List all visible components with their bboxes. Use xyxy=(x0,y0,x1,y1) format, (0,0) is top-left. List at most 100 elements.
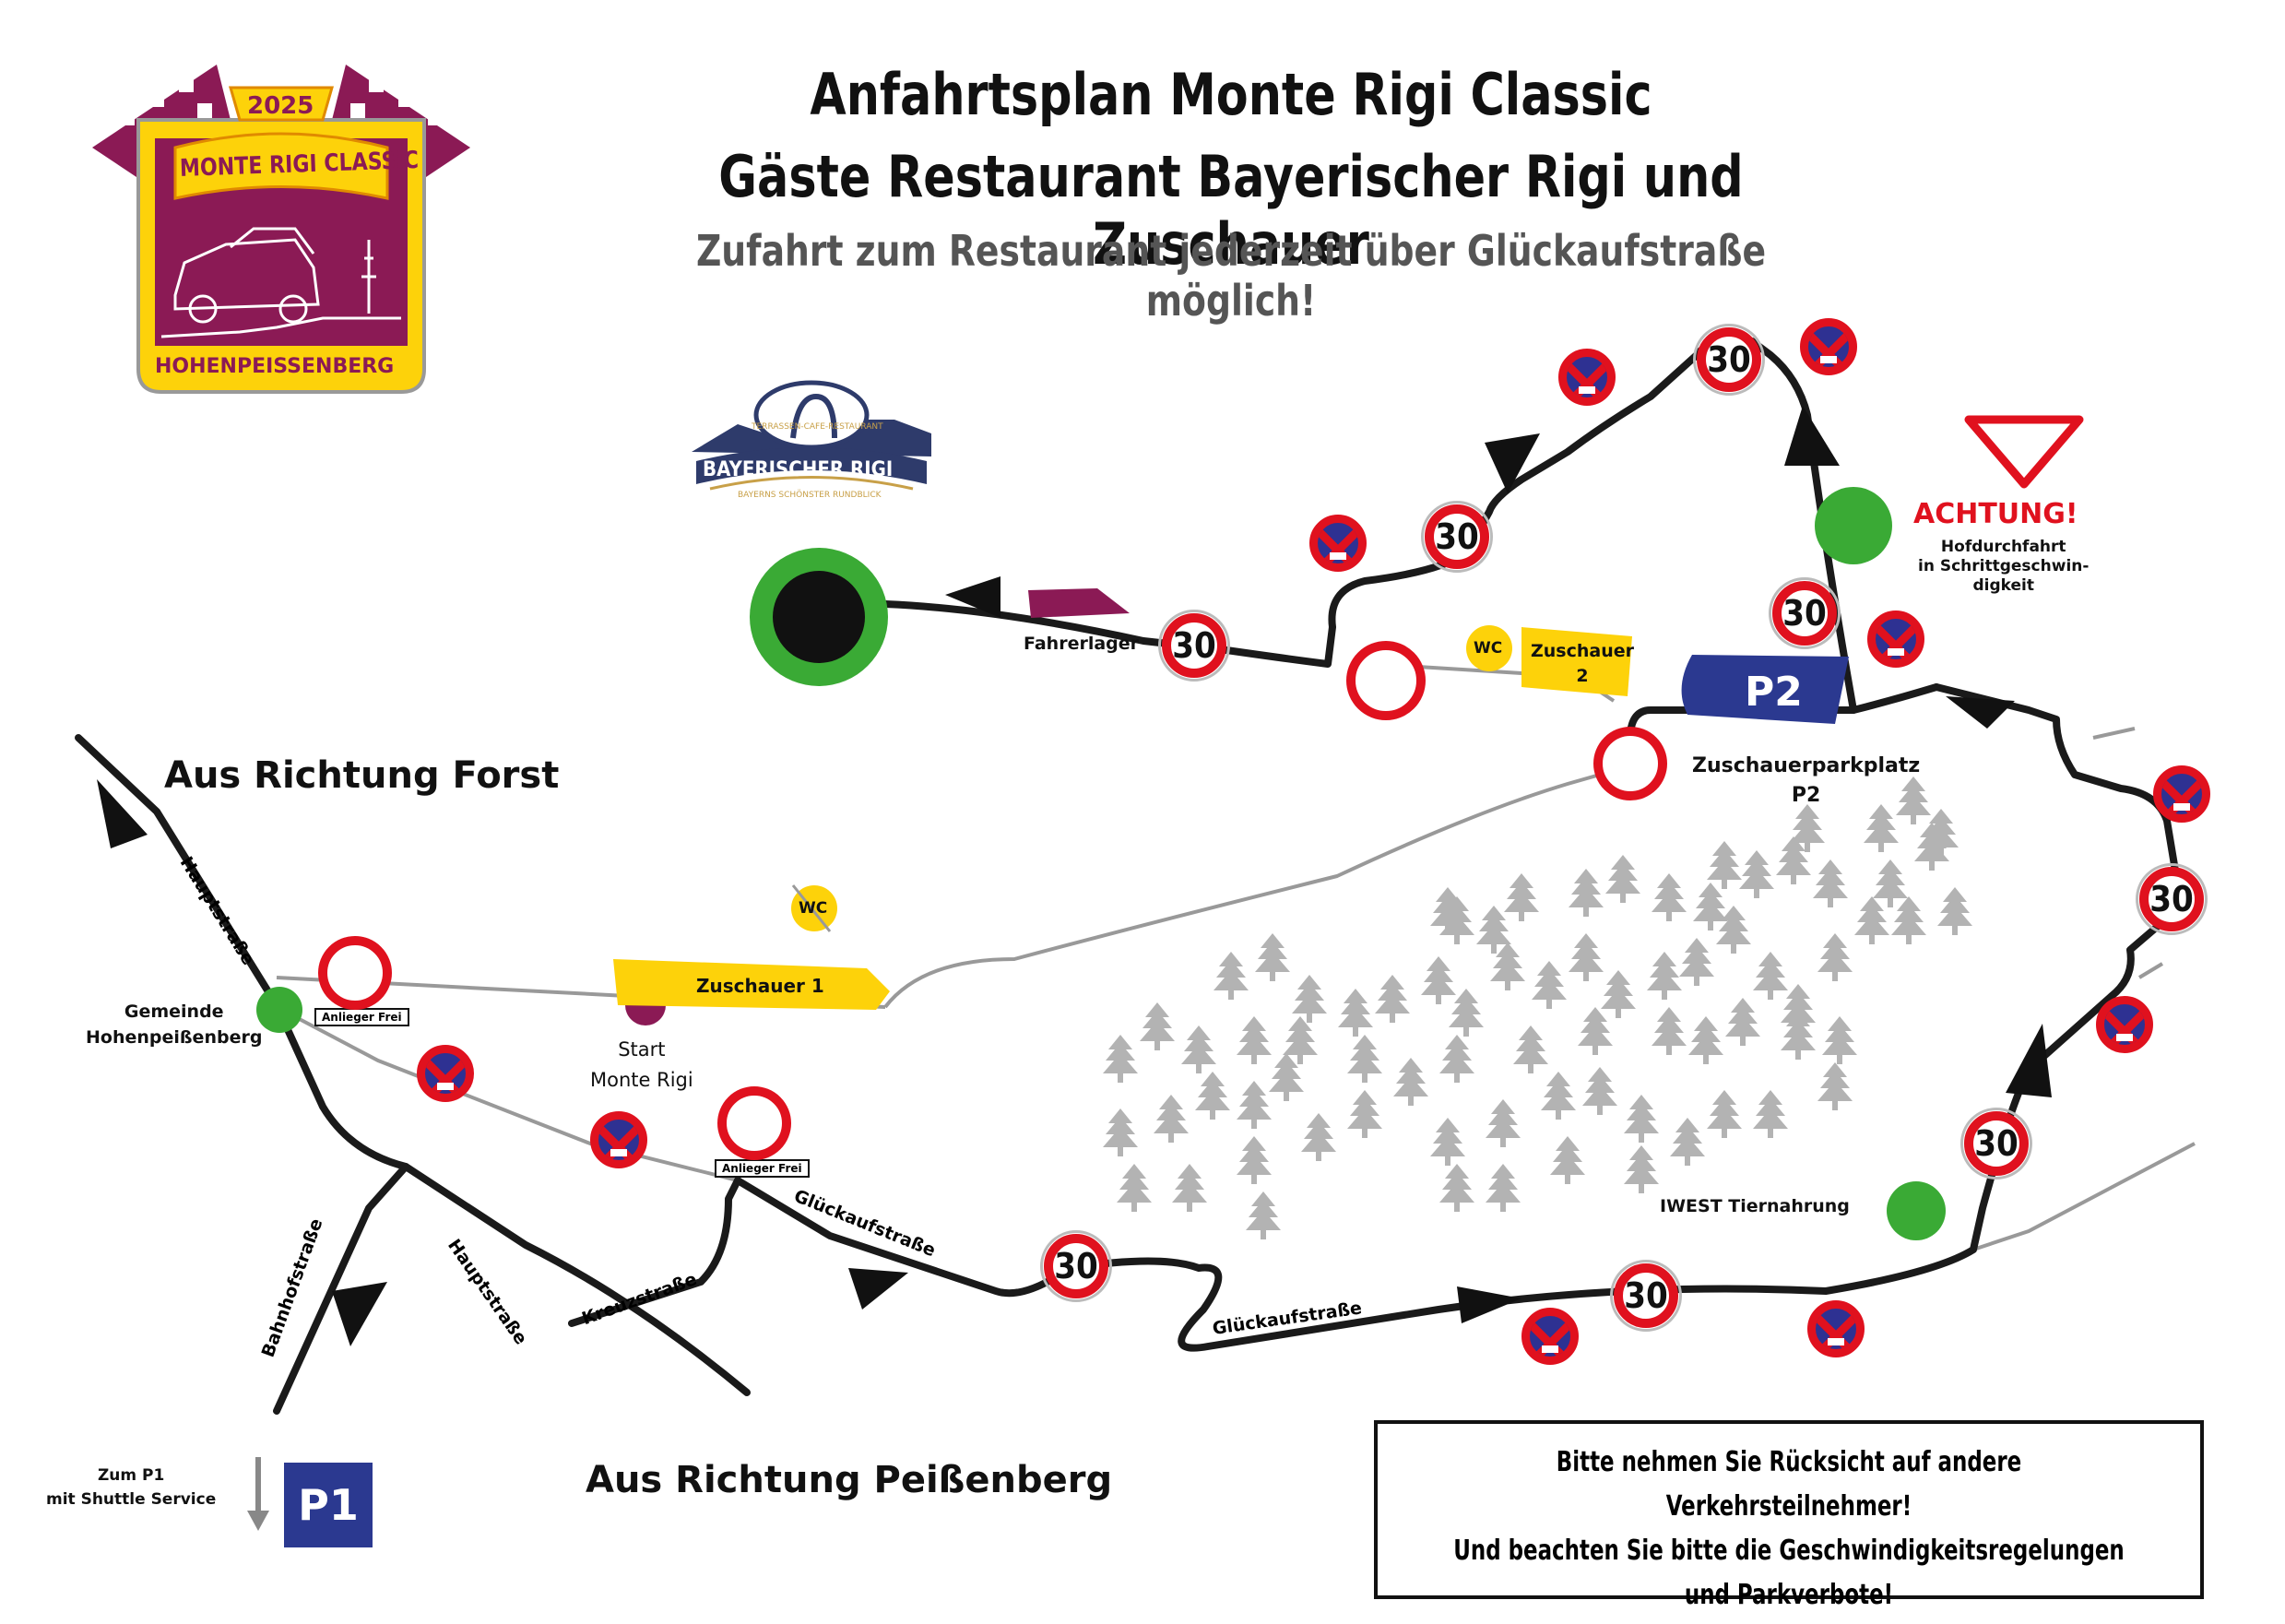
tree-icon xyxy=(1195,1072,1230,1120)
tree-icon xyxy=(1707,841,1742,889)
no-parking-sign xyxy=(1807,1300,1865,1357)
tree-icon xyxy=(1237,1016,1272,1064)
label-wc-2: WC xyxy=(1474,639,1503,658)
no-parking-sign xyxy=(417,1045,474,1102)
tree-icon xyxy=(1375,975,1410,1023)
tree-icon xyxy=(1393,1058,1428,1106)
green-dot-iwest xyxy=(1887,1181,1946,1240)
tree-icon xyxy=(1246,1191,1281,1239)
tree-icon xyxy=(1647,952,1682,1000)
arrow-glueckauf-2 xyxy=(1457,1286,1521,1323)
speed-limit-sign: 30 xyxy=(1693,324,1765,396)
tree-icon xyxy=(1688,1016,1723,1064)
tree-icon xyxy=(1753,952,1788,1000)
notice-line-3: und Parkverbote! xyxy=(1684,1579,1894,1611)
tree-icon xyxy=(1550,1136,1585,1184)
tree-icon xyxy=(1449,989,1484,1037)
title-line-3: Zufahrt zum Restaurant jederzeit über Gl… xyxy=(695,226,1767,326)
tree-icon xyxy=(1430,887,1465,935)
arrow-left xyxy=(945,576,1000,618)
tree-icon xyxy=(1172,1164,1207,1212)
tree-icon xyxy=(1486,1099,1521,1147)
no-entry-sign-3 xyxy=(1346,641,1426,720)
tree-icon xyxy=(1854,896,1889,944)
label-zuschauer-2: Zuschauer 2 xyxy=(1531,641,1635,686)
tree-icon xyxy=(1739,850,1774,898)
arrow-down-left xyxy=(1485,433,1540,493)
tree-icon xyxy=(1181,1025,1216,1073)
tree-icon xyxy=(1103,1108,1138,1156)
tree-icon xyxy=(1725,998,1760,1046)
no-entry-sign-4 xyxy=(1593,727,1667,800)
anlieger-frei-sign-1: Anlieger Frei xyxy=(314,1008,409,1026)
arrow-top-right xyxy=(1946,696,2015,729)
speed-limit-sign: 30 xyxy=(1960,1108,2032,1179)
label-achtung-sub: Hofdurchfahrt in Schrittgeschwin- digkei… xyxy=(1918,538,2090,595)
arrow-forst xyxy=(97,779,148,848)
wc-dot-2 xyxy=(1466,625,1512,671)
no-entry-sign-1 xyxy=(318,936,392,1010)
tree-icon xyxy=(1707,1090,1742,1138)
restaurant-tagline: BAYERNS SCHÖNSTER RUNDBLICK xyxy=(738,491,882,500)
speed-limit-sign: 30 xyxy=(1769,577,1841,649)
tree-icon xyxy=(1504,873,1539,921)
tree-icon xyxy=(1924,809,1959,857)
tree-icon xyxy=(1269,1053,1304,1101)
tree-icon xyxy=(1214,952,1249,1000)
roundabout xyxy=(750,548,888,686)
tree-icon xyxy=(1873,859,1908,907)
tree-icon xyxy=(1490,942,1525,990)
label-wc-1: WC xyxy=(799,899,828,918)
no-parking-sign xyxy=(2096,996,2153,1053)
speed-limit-sign: 30 xyxy=(1040,1230,1112,1302)
restaurant-name: BAYERISCHER RIGI xyxy=(703,458,894,481)
tree-icon xyxy=(1781,1012,1816,1060)
label-zum-p1: Zum P1 mit Shuttle Service xyxy=(46,1466,217,1509)
label-start: Start Monte Rigi xyxy=(590,1038,693,1091)
tree-icon xyxy=(1283,1016,1318,1064)
tree-icon xyxy=(1347,1090,1382,1138)
p1-arrow xyxy=(247,1457,269,1531)
tree-icon xyxy=(1476,906,1511,954)
tree-icon xyxy=(1864,804,1899,852)
notice-line-1: Bitte nehmen Sie Rücksicht auf andere Ve… xyxy=(1556,1446,2022,1523)
speed-limit-sign: 30 xyxy=(2136,863,2208,935)
p2-area xyxy=(1681,655,1849,724)
direction-arrows xyxy=(97,406,2052,1346)
tree-icon xyxy=(1817,1062,1853,1110)
no-parking-sign xyxy=(1521,1308,1579,1365)
label-aus-richtung-forst: Aus Richtung Forst xyxy=(164,754,560,797)
no-entry-sign-2 xyxy=(717,1086,791,1160)
tree-icon xyxy=(1776,836,1811,884)
green-dot-gemeinde xyxy=(256,987,302,1033)
tree-icon xyxy=(1605,855,1640,903)
speed-limit-sign: 30 xyxy=(1610,1260,1682,1332)
tree-icon xyxy=(1439,1164,1474,1212)
arrow-ramp xyxy=(2006,1024,2052,1097)
label-gemeinde: Gemeinde Hohenpeißenberg xyxy=(86,1002,263,1048)
tree-icon xyxy=(1338,989,1373,1037)
title-line-1: Anfahrtsplan Monte Rigi Classic xyxy=(810,61,1652,128)
arrow-bahnhof xyxy=(332,1282,387,1346)
no-parking-sign xyxy=(1867,610,1924,668)
no-parking-sign xyxy=(2153,765,2210,823)
tree-icon xyxy=(1513,1025,1548,1073)
tree-icon xyxy=(1541,1072,1576,1120)
logo-town: HOHENPEISSENBERG xyxy=(155,355,395,378)
tree-icon xyxy=(1103,1035,1138,1083)
tree-icon xyxy=(1140,1002,1175,1050)
p1-sign: P1 xyxy=(284,1463,373,1547)
tree-icon xyxy=(1569,933,1604,981)
yield-sign xyxy=(1964,415,2084,489)
tree-icon xyxy=(1532,961,1567,1009)
notice-box: Bitte nehmen Sie Rücksicht auf andere Ve… xyxy=(1374,1420,2204,1611)
tree-icon xyxy=(1781,984,1816,1032)
label-zuschauerparkplatz: Zuschauerparkplatz P2 xyxy=(1692,754,1921,807)
arrow-up xyxy=(1784,406,1840,466)
tree-icon xyxy=(1652,1007,1687,1055)
zuschauer2-area xyxy=(1521,627,1632,696)
tree-icon xyxy=(1421,956,1456,1004)
tree-icon xyxy=(1937,887,1972,935)
tree-icon xyxy=(1486,1164,1521,1212)
